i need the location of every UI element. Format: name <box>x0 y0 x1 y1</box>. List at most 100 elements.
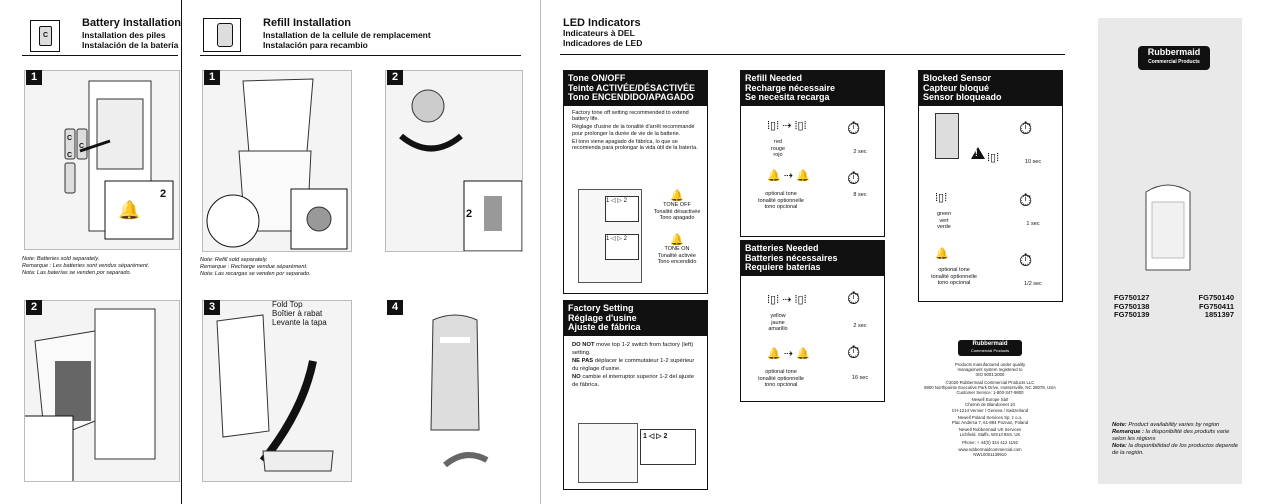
battery-sub-step: 2 <box>160 188 167 200</box>
fold-top-label: Fold Top Boîtier à rabat Levante la tapa <box>272 300 327 327</box>
blocked-heading-fr: Capteur bloqué <box>923 82 990 93</box>
batteries-color-fr: jaune <box>771 319 785 326</box>
stopwatch-icon-5: ⏱ <box>1019 119 1033 138</box>
switch-on: 1 ◁ ▷ 2 <box>605 234 639 260</box>
batteries-color-label: yellow jaune amarillo <box>761 313 795 333</box>
batteries-time-2: 16 sec <box>851 375 869 381</box>
refill-title: Refill Installation <box>263 17 352 29</box>
led-flash-icon: ⁞▯⁞ ⇢ ⁞▯⁞ <box>767 120 807 132</box>
availability-note-en: Note: Product availability varies by reg… <box>1112 422 1220 428</box>
led-flash-icon-blocked: ⁞▯⁞ <box>987 152 1000 164</box>
corporate-line: www.rubbermaidcommercial.com <box>958 446 1022 452</box>
bell-off-icon: 🔔 <box>670 190 684 202</box>
battery-title: Battery Installation <box>82 17 182 29</box>
factory-body-es: NO cambie el interruptor superior 1-2 de… <box>572 373 695 388</box>
tone-heading-es: Tono ENCENDIDO/APAGADO <box>568 92 694 102</box>
corporate-line: 8900 Northpointe Executive Park Drive, H… <box>924 384 1056 390</box>
blocked-heading-es: Sensor bloqueado <box>923 92 1002 102</box>
battery-step-2: 2 <box>26 300 42 315</box>
availability-note-fr: Remarque : la disponibilité des produits… <box>1112 429 1230 442</box>
corporate-line: Customer Service: 1-800-347-9800 <box>956 390 1024 396</box>
refill-needed-panel: Refill Needed Recharge nécessaire Se nec… <box>740 70 885 237</box>
refill-tone-en: optional tone <box>765 191 797 197</box>
battery-icon: C <box>30 20 60 52</box>
blocked-dispenser-illustration <box>935 113 959 159</box>
refill-divider <box>200 55 521 56</box>
corporate-line: ©2020 Rubbermaid Commercial Products LLC <box>945 379 1035 385</box>
battery-step-1-illustration <box>24 70 180 250</box>
blocked-tone-en: optional tone <box>938 267 970 273</box>
blocked-panel: Blocked Sensor Capteur bloqué Sensor blo… <box>918 70 1063 302</box>
refill-tone-fr: tonalité optionnelle <box>758 197 804 204</box>
battery-divider <box>22 55 178 56</box>
refill-time-2: 8 sec <box>853 192 867 198</box>
led-title-es: Indicadores de LED <box>563 38 643 48</box>
refill-step-4-illustration <box>385 300 521 480</box>
tone-panel: Tone ON/OFF Teinte ACTIVÉE/DÉSACTIVÉE To… <box>563 70 708 294</box>
corporate-line: Plac Andersa 7, 61-894 Poznan, Poland <box>951 420 1029 426</box>
led-flash-icon-yellow: ⁞▯⁞ ⇢ ⁞▯⁞ <box>767 294 807 306</box>
led-flash-icon-green: ⁞▯⁞ <box>935 192 948 204</box>
tone-body-en: Factory tone off setting recommended to … <box>572 109 689 123</box>
bell-sequence-icon: 🔔 ⇢ 🔔 <box>767 170 810 182</box>
warning-icon <box>971 147 985 159</box>
model-5: FG750139 <box>1114 310 1150 320</box>
led-title: LED Indicators <box>563 17 641 29</box>
corporate-logo: Rubbermaid Commercial Products <box>958 340 1022 356</box>
switch-off: 1 ◁ ▷ 2 <box>605 196 639 222</box>
corporate-line: Chemin de Blandonnet 10 <box>965 402 1015 408</box>
refill-time-1: 2 sec <box>853 149 867 155</box>
batteries-color-en: yellow <box>770 313 786 319</box>
refill-color-en: red <box>774 139 782 145</box>
corporate-line: CH-1214 Vernier / Geneva / Switzerland <box>951 407 1029 413</box>
factory-dispenser-illustration <box>578 423 638 483</box>
bell-blocked-icon: 🔔 <box>935 248 949 260</box>
refill-step-4: 4 <box>387 300 403 315</box>
fold-top-es: Levante la tapa <box>272 318 327 327</box>
bell-on-icon: 🔔 <box>670 234 684 246</box>
batteries-needed-heading-en: Batteries Needed <box>745 243 819 253</box>
corporate-logo-name: Rubbermaid <box>972 341 1008 347</box>
switch-illustration: 1 ◁ ▷ 2 1 ◁ ▷ 2 <box>578 189 642 283</box>
tone-off-fr: Tonalité désactivée <box>653 208 701 215</box>
blocked-color-fr: vert <box>939 217 949 224</box>
refill-step-3: 3 <box>204 300 220 315</box>
batteries-color-es: amarillo <box>768 326 788 332</box>
cover-logo-sub: Commercial Products <box>1148 59 1200 65</box>
tone-off-en: TONE OFF <box>663 202 691 208</box>
refill-step-1: 1 <box>204 70 220 85</box>
factory-body-fr: NE PAS déplacer le commutateur 1-2 supér… <box>572 357 695 372</box>
blocked-time-1: 10 sec <box>1024 159 1042 165</box>
blocked-color-label: green vert verde <box>929 211 959 231</box>
led-title-fr: Indicateurs à DEL <box>563 28 635 38</box>
corporate-line: NWL0001139910 <box>973 452 1007 458</box>
factory-panel: Factory Setting Réglage d'usine Ajuste d… <box>563 300 708 490</box>
blocked-color-en: green <box>936 211 952 217</box>
dispenser-closed-illustration <box>430 314 489 468</box>
corporate-line: Newell Poland Services Sp. z o.o. <box>957 414 1023 420</box>
battery-letter-3: C <box>79 143 85 150</box>
corporate-logo-sub: Commercial Products <box>970 348 1010 353</box>
blocked-tone-es: tono opcional <box>937 280 971 286</box>
blocked-heading: Blocked Sensor Capteur bloqué Sensor blo… <box>919 71 1062 106</box>
factory-heading-en: Factory Setting <box>568 303 634 313</box>
tone-off-es: Tono apagado <box>659 215 695 221</box>
dispenser-open-illustration <box>64 80 174 240</box>
tone-on-es: Tono encendido <box>657 259 697 265</box>
stopwatch-icon-3: ⏱ <box>847 289 861 308</box>
dispenser-battery-tray-illustration <box>14 308 156 487</box>
tone-heading-fr: Teinte ACTIVÉE/DÉSACTIVÉE <box>568 82 696 93</box>
refill-step-2: 2 <box>387 70 403 85</box>
refill-step-3-illustration <box>202 300 352 482</box>
blocked-time-2: 1 sec <box>1026 221 1040 227</box>
refill-needed-heading-es: Se necesita recarga <box>745 92 830 102</box>
cover-logo-name: Rubbermaid <box>1147 47 1201 57</box>
corporate-line: Products manufactured under quality <box>954 362 1026 367</box>
blocked-tone-label: optional tone tonalité optionnelle tono … <box>919 267 989 287</box>
refill-needed-heading: Refill Needed Recharge nécessaire Se nec… <box>741 71 884 106</box>
model-1: FG750127 <box>1114 293 1150 302</box>
corporate-line: Lichfield, Staffs, WS13 8SS, UK <box>959 432 1021 438</box>
stopwatch-icon-2: ⏱ <box>847 169 861 188</box>
